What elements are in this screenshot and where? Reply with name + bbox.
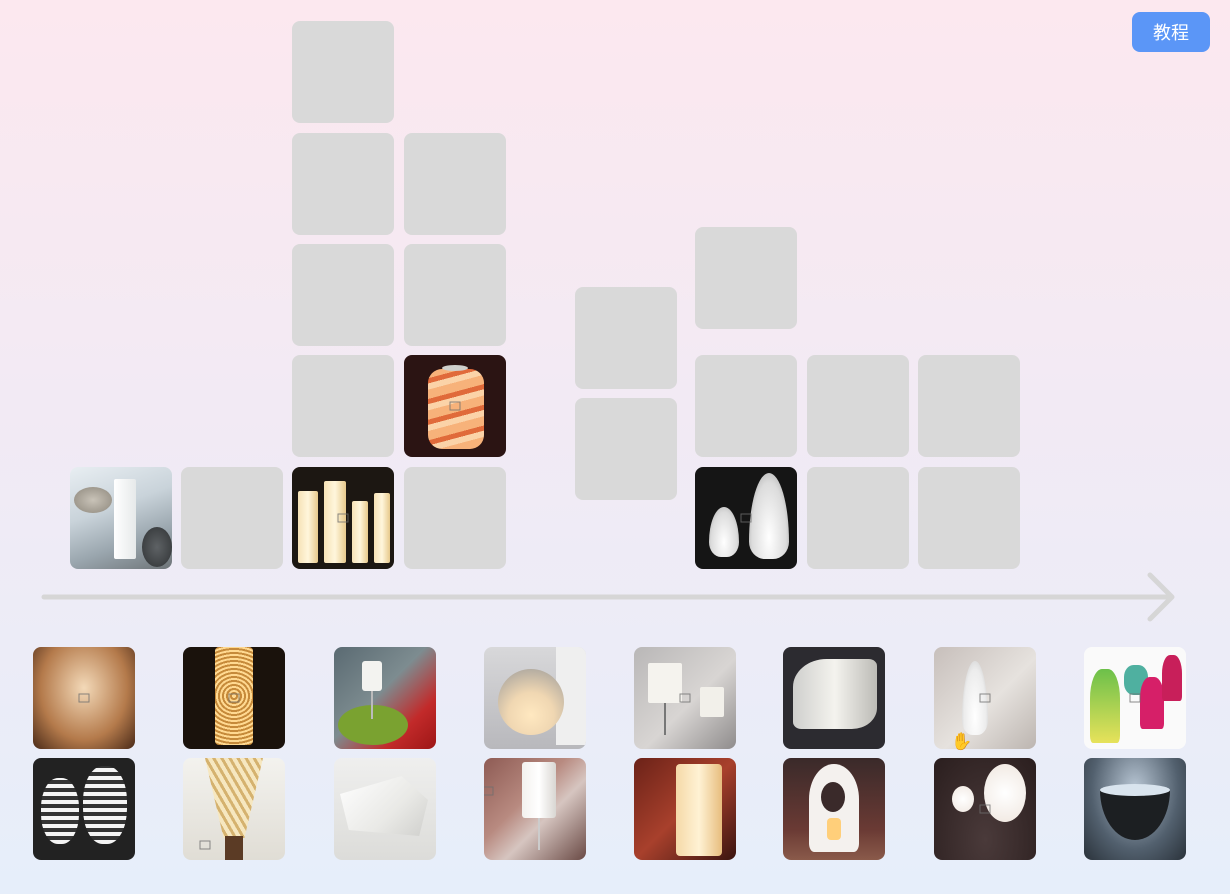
pool-lamp-striped-vases[interactable] [33, 758, 135, 860]
empty-slot[interactable] [404, 467, 506, 569]
pool-lamp-ring-lantern[interactable] [783, 758, 885, 860]
pool-lamp-bunny-colored[interactable] [1084, 647, 1186, 749]
placed-lamp-gocce[interactable] [695, 467, 797, 569]
pool-lamp-shell-fan[interactable] [33, 647, 135, 749]
placed-lamp-candle-tubes[interactable] [292, 467, 394, 569]
pool-lamp-curved-panel[interactable] [783, 647, 885, 749]
empty-slot[interactable] [292, 21, 394, 123]
empty-slot[interactable] [181, 467, 283, 569]
empty-slot[interactable] [807, 355, 909, 457]
empty-slot[interactable] [918, 355, 1020, 457]
pool-lamp-teardrop[interactable] [934, 647, 1036, 749]
empty-slot[interactable] [404, 244, 506, 346]
empty-slot[interactable] [918, 467, 1020, 569]
pool-lamp-cylinder-table[interactable] [484, 758, 586, 860]
pool-lamp-dark-bowl[interactable] [1084, 758, 1186, 860]
empty-slot[interactable] [404, 133, 506, 235]
tutorial-button[interactable]: 教程 [1132, 12, 1210, 52]
empty-slot[interactable] [575, 398, 677, 500]
empty-slot[interactable] [575, 287, 677, 389]
empty-slot[interactable] [292, 133, 394, 235]
empty-slot[interactable] [292, 355, 394, 457]
pool-lamp-red-cylinder[interactable] [634, 758, 736, 860]
pool-lamp-wall-globe[interactable] [484, 647, 586, 749]
pool-lamp-perforated-column[interactable] [183, 647, 285, 749]
empty-slot[interactable] [695, 355, 797, 457]
placed-lamp-white-box[interactable] [70, 467, 172, 569]
pool-lamp-green-table[interactable] [334, 647, 436, 749]
pool-lamp-woven-cone[interactable] [183, 758, 285, 860]
pool-lamp-glowing-eggs[interactable] [934, 758, 1036, 860]
empty-slot[interactable] [695, 227, 797, 329]
empty-slot[interactable] [292, 244, 394, 346]
pool-lamp-twin-table[interactable] [634, 647, 736, 749]
pool-lamp-folded-paper[interactable] [334, 758, 436, 860]
placed-lamp-orange-spiral[interactable] [404, 355, 506, 457]
hand-cursor-icon: ✋ [951, 732, 973, 752]
empty-slot[interactable] [807, 467, 909, 569]
